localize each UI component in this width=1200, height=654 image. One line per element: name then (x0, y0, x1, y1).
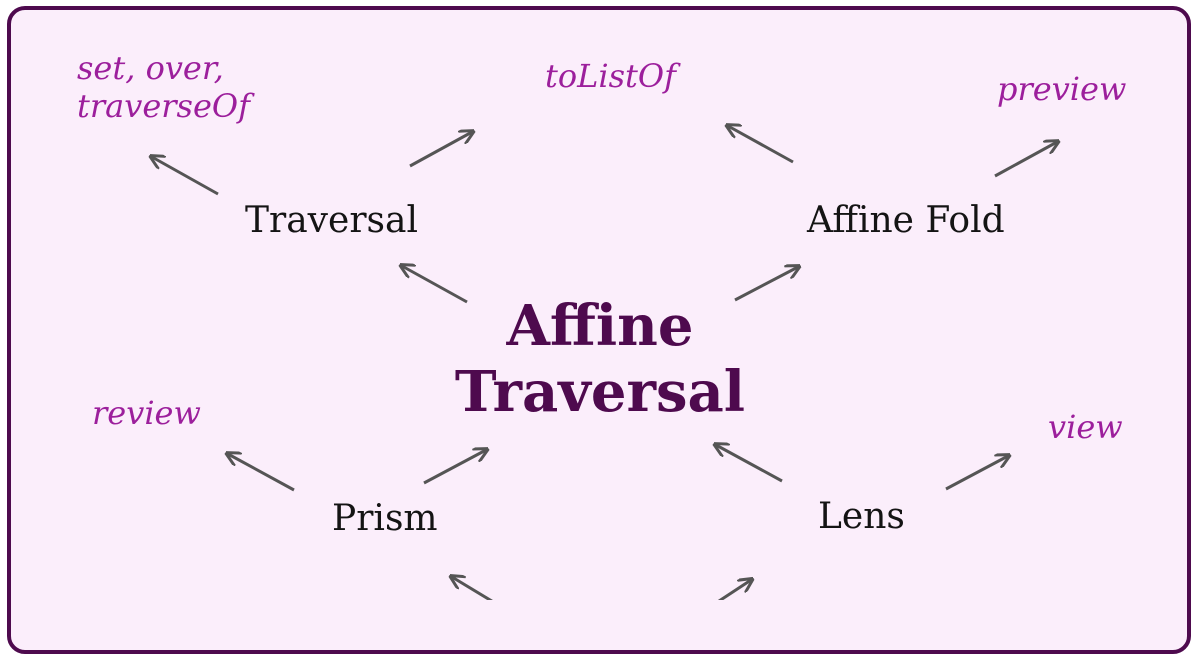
arrow-center-to-affinefold (734, 267, 798, 302)
arrow-traversal-to-tolistof (409, 132, 472, 168)
op-set-over-line1: set, over, (77, 49, 224, 87)
node-prism: Prism (332, 498, 438, 539)
node-affine-fold: Affine Fold (807, 200, 1005, 241)
op-view: view (1048, 408, 1123, 446)
op-tolistof: toListOf (545, 57, 676, 95)
node-lens: Lens (818, 496, 905, 537)
op-preview: preview (997, 70, 1127, 108)
arrow-prism-to-center (423, 450, 486, 485)
op-review: review (92, 394, 201, 432)
center-title: Affine Traversal (400, 293, 800, 425)
arrow-traversal-to-set-over (152, 157, 219, 196)
op-set-over-line2: traverseOf (77, 87, 250, 125)
node-traversal: Traversal (245, 200, 418, 241)
arrow-center-to-traversal (402, 266, 468, 304)
center-title-line1: Affine (506, 293, 694, 359)
arrow-lens-to-view (945, 456, 1008, 491)
arrows-layer (0, 0, 1200, 600)
op-set-over: set, over, traverseOf (77, 49, 250, 125)
arrow-prism-to-review (228, 454, 295, 492)
arrow-affinefold-to-preview (994, 142, 1057, 178)
diagram-card (7, 6, 1191, 654)
arrow-affinefold-to-tolistof (728, 126, 794, 164)
center-title-line2: Traversal (454, 359, 746, 425)
arrow-bottom-to-prism (452, 577, 493, 600)
arrow-bottom-to-lens (717, 580, 751, 600)
arrow-lens-to-center (716, 445, 783, 483)
